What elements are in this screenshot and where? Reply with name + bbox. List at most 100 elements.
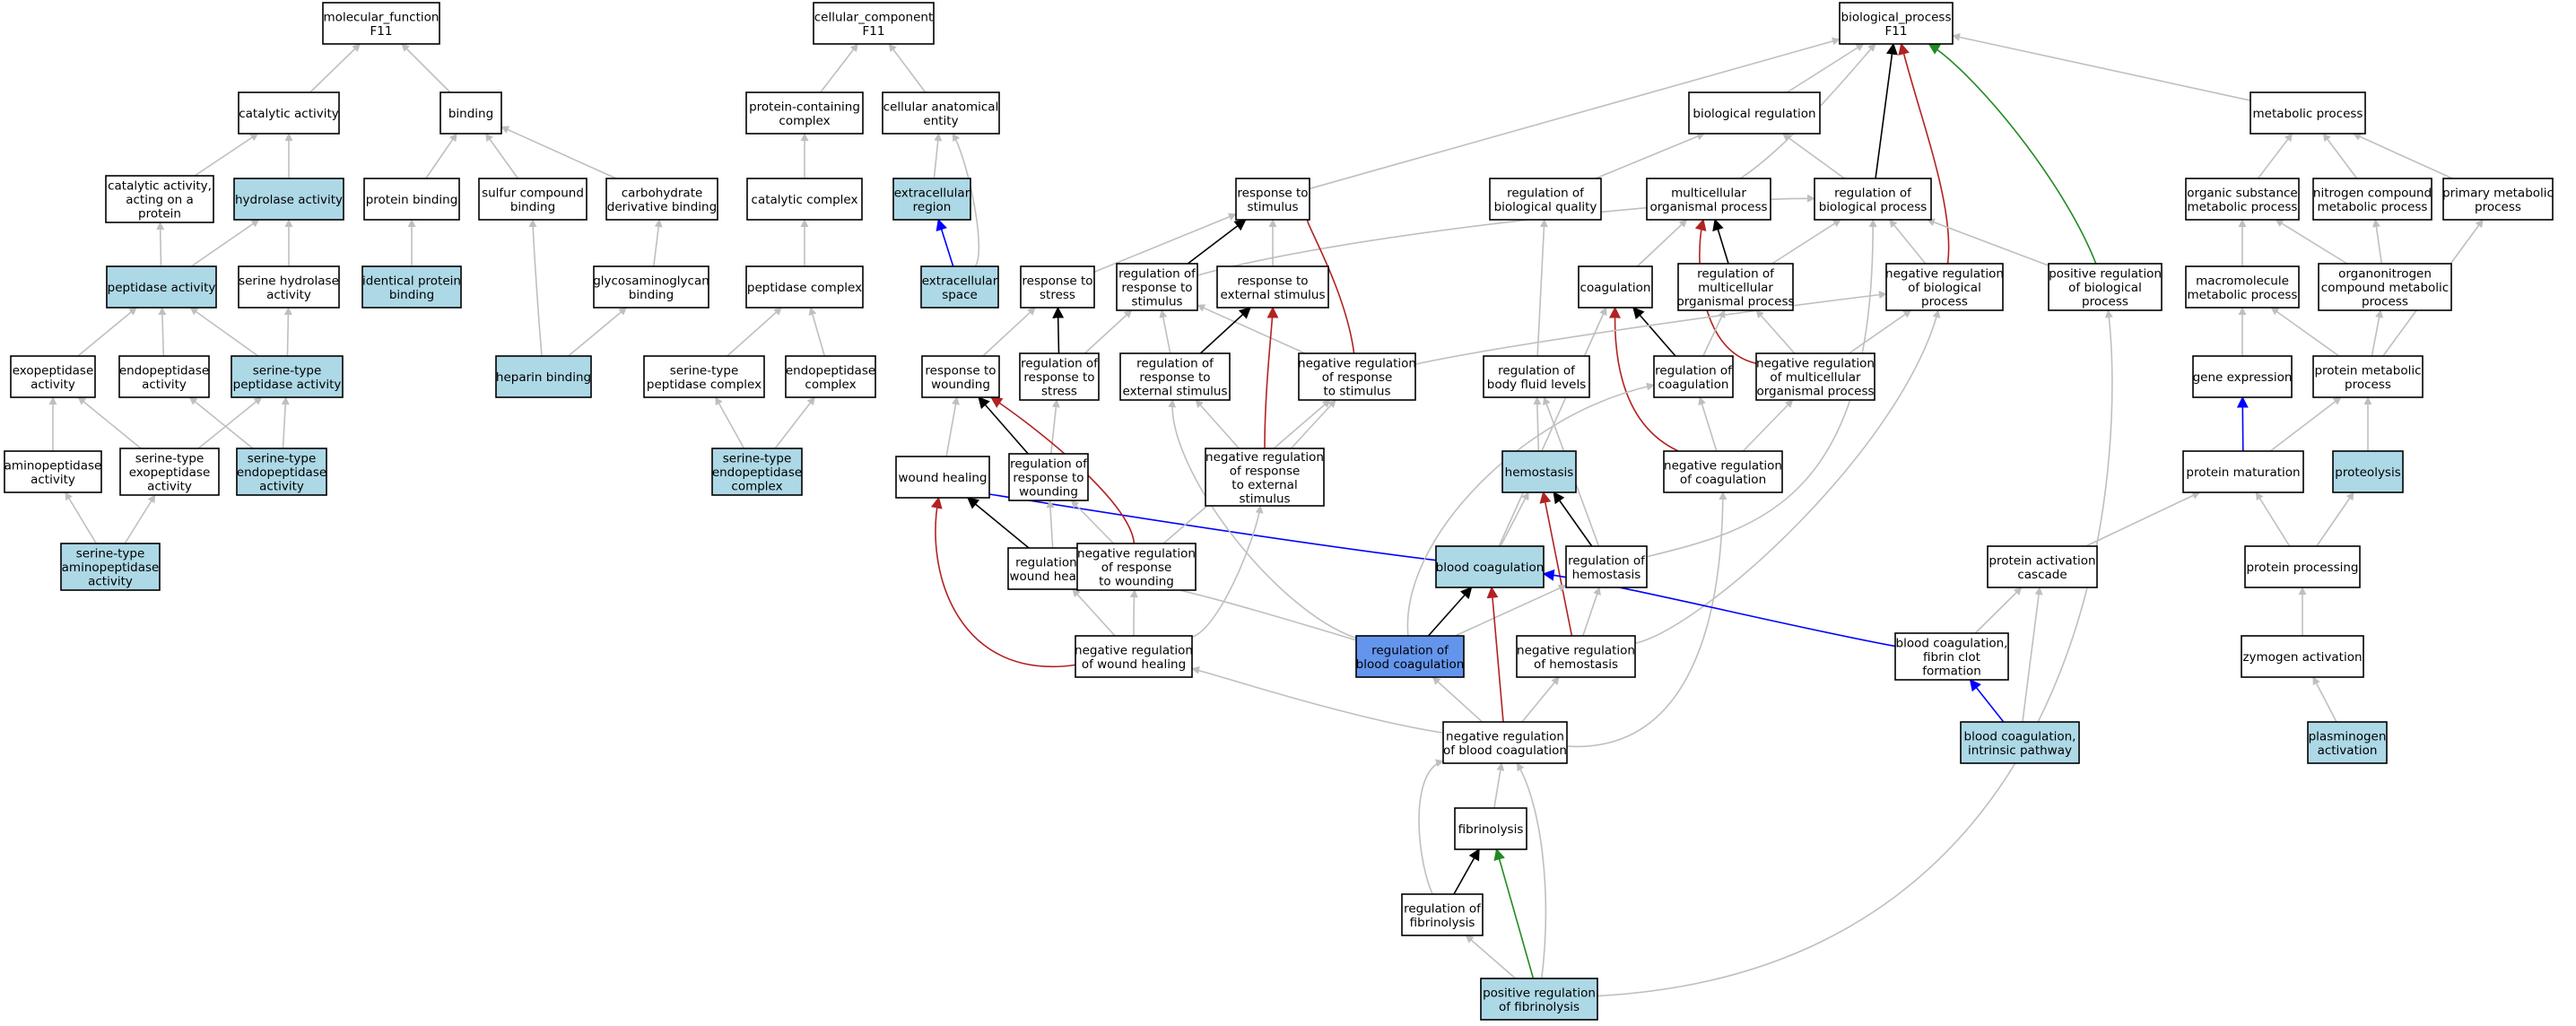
node-hemostasis[interactable]: hemostasis bbox=[1501, 450, 1577, 493]
node-protein-processing[interactable]: protein processing bbox=[2244, 545, 2361, 588]
node-label-line: stress bbox=[1041, 385, 1077, 399]
node-metabolic[interactable]: metabolic process bbox=[2250, 91, 2366, 135]
node-label-line: coagulation bbox=[1580, 281, 1651, 295]
node-label-line: regulation of bbox=[1404, 901, 1482, 916]
node-label-line: of coagulation bbox=[1680, 473, 1766, 487]
node-label-line: endopeptidase bbox=[119, 363, 209, 378]
node-binding[interactable]: binding bbox=[439, 91, 502, 135]
node-label-line: negative regulation bbox=[1517, 643, 1635, 657]
node-catalytic-complex[interactable]: catalytic complex bbox=[746, 178, 863, 221]
node-peptidase-complex[interactable]: peptidase complex bbox=[745, 265, 864, 309]
node-box bbox=[2442, 178, 2554, 221]
node-label-line: multicellular bbox=[1698, 281, 1773, 295]
node-hydrolase[interactable]: hydrolase activity bbox=[233, 178, 344, 221]
edge-part-of-reg-coagulation-to-coagulation bbox=[1632, 307, 1676, 357]
edge-is-a-reg-multicellular-to-reg-bio-process bbox=[1771, 219, 1841, 265]
node-blood-coagulation[interactable]: blood coagulation bbox=[1435, 545, 1545, 588]
edge-is-a-serine-endopeptidase-complex-to-endopeptidase-complex bbox=[774, 396, 815, 449]
node-box bbox=[1019, 352, 1100, 401]
node-zymogen-activation[interactable]: zymogen activation bbox=[2241, 635, 2364, 678]
node-label-line: process bbox=[2345, 378, 2391, 392]
node-blood-coag-intrinsic[interactable]: blood coagulation,intrinsic pathway bbox=[1960, 721, 2080, 764]
node-peptidase[interactable]: peptidase activity bbox=[106, 265, 217, 309]
node-label-line: complex bbox=[805, 378, 856, 392]
node-coagulation[interactable]: coagulation bbox=[1578, 265, 1653, 309]
node-protein-maturation[interactable]: protein maturation bbox=[2182, 450, 2304, 493]
edge-is-a-peptidase-to-hydrolase bbox=[190, 219, 260, 267]
edge-is-a-reg-response-stress-to-reg-response-stimulus bbox=[1083, 309, 1133, 354]
edge-is-a-response-stimulus-to-bp bbox=[1309, 37, 1841, 190]
node-label-line: activity bbox=[30, 378, 75, 392]
node-label-line: negative regulation bbox=[1446, 729, 1564, 743]
node-proteolysis[interactable]: proteolysis bbox=[2332, 450, 2404, 493]
node-wound-healing[interactable]: wound healing bbox=[895, 456, 990, 499]
node-catalytic[interactable]: catalytic activity bbox=[238, 91, 340, 135]
node-bio-regulation[interactable]: biological regulation bbox=[1688, 91, 1821, 135]
node-fibrinolysis[interactable]: fibrinolysis bbox=[1454, 807, 1527, 850]
node-protein-binding[interactable]: protein binding bbox=[363, 178, 460, 221]
node-gene-expression[interactable]: gene expression bbox=[2192, 355, 2293, 398]
node-heparin-binding[interactable]: heparin binding bbox=[495, 355, 592, 398]
